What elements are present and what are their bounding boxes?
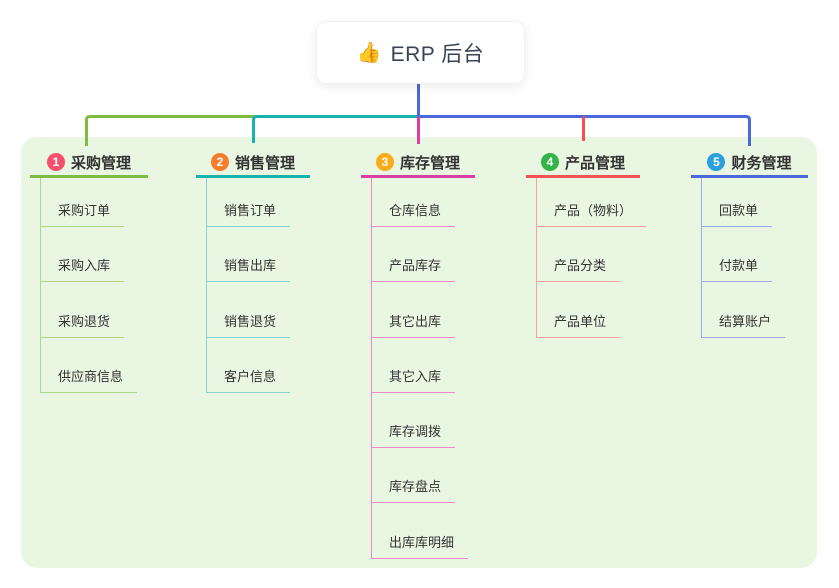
child-node-3-2[interactable]: 产品库存 <box>372 255 456 283</box>
child-node-3-3[interactable]: 其它出库 <box>372 311 456 338</box>
child-node-4-1[interactable]: 产品（物料） <box>537 200 647 227</box>
branch-column-1: 1 采购管理 采购订单 采购入库 采购退货 供应商信息 <box>30 149 148 393</box>
branch-children: 回款单 付款单 结算账户 <box>701 178 808 338</box>
child-node-2-4[interactable]: 客户信息 <box>207 366 291 393</box>
branch-topic-label: 采购管理 <box>70 154 131 172</box>
child-row: 采购订单 <box>41 178 148 227</box>
branch-topic-1[interactable]: 1 采购管理 <box>30 149 148 178</box>
child-row: 销售出库 <box>207 227 310 283</box>
child-row: 采购入库 <box>41 227 148 283</box>
child-row: 产品库存 <box>372 227 475 283</box>
child-row: 回款单 <box>702 178 808 227</box>
branch-column-3: 3 库存管理 仓库信息 产品库存 其它出库 其它入库 库存调拨 库存盘点 出库库… <box>361 149 475 559</box>
child-row: 客户信息 <box>207 338 310 393</box>
branch-topic-4[interactable]: 4 产品管理 <box>526 149 640 178</box>
child-row: 采购退货 <box>41 282 148 338</box>
branch-topic-label: 财务管理 <box>731 154 792 172</box>
child-row: 结算账户 <box>702 282 808 338</box>
branch-topic-label: 库存管理 <box>399 154 460 172</box>
child-node-4-3[interactable]: 产品单位 <box>537 311 621 338</box>
child-node-2-1[interactable]: 销售订单 <box>207 200 291 227</box>
thumbs-up-icon: 👍 <box>356 41 382 64</box>
child-node-2-2[interactable]: 销售出库 <box>207 255 291 283</box>
child-node-3-1[interactable]: 仓库信息 <box>372 200 456 227</box>
root-node-erp-backend[interactable]: 👍 ERP 后台 <box>316 21 525 84</box>
branch-children: 销售订单 销售出库 销售退货 客户信息 <box>206 178 310 393</box>
branch-topic-label: 销售管理 <box>234 154 295 172</box>
child-node-5-3[interactable]: 结算账户 <box>702 311 786 338</box>
branch-topic-2[interactable]: 2 销售管理 <box>196 149 310 178</box>
child-node-4-2[interactable]: 产品分类 <box>537 255 621 283</box>
child-row: 产品单位 <box>537 282 640 338</box>
child-node-3-4[interactable]: 其它入库 <box>372 366 456 393</box>
child-row: 供应商信息 <box>41 338 148 393</box>
branch-topic-5[interactable]: 5 财务管理 <box>691 149 808 178</box>
child-row: 出库库明细 <box>372 503 475 559</box>
child-node-3-6[interactable]: 库存盘点 <box>372 476 456 504</box>
mindmap-panel <box>21 137 817 568</box>
child-row: 其它出库 <box>372 282 475 338</box>
child-row: 产品分类 <box>537 227 640 283</box>
branch-column-5: 5 财务管理 回款单 付款单 结算账户 <box>691 149 808 338</box>
child-row: 产品（物料） <box>537 178 647 227</box>
child-node-3-7[interactable]: 出库库明细 <box>372 532 469 559</box>
branch-number-badge: 2 <box>210 153 229 171</box>
child-row: 付款单 <box>702 227 808 283</box>
child-node-5-1[interactable]: 回款单 <box>702 200 773 227</box>
child-row: 其它入库 <box>372 338 475 393</box>
branch-column-2: 2 销售管理 销售订单 销售出库 销售退货 客户信息 <box>196 149 310 393</box>
child-row: 库存调拨 <box>372 393 475 449</box>
branch-number-badge: 3 <box>375 153 394 171</box>
root-node-label: ERP 后台 <box>390 42 485 66</box>
child-row: 仓库信息 <box>372 178 475 227</box>
child-node-1-2[interactable]: 采购入库 <box>41 255 125 283</box>
child-node-3-5[interactable]: 库存调拨 <box>372 421 456 449</box>
branch-number-badge: 5 <box>707 153 726 171</box>
child-node-2-3[interactable]: 销售退货 <box>207 311 291 338</box>
child-node-1-4[interactable]: 供应商信息 <box>41 366 138 393</box>
child-node-1-3[interactable]: 采购退货 <box>41 311 125 338</box>
child-row: 库存盘点 <box>372 448 475 504</box>
child-row: 销售退货 <box>207 282 310 338</box>
branch-children: 仓库信息 产品库存 其它出库 其它入库 库存调拨 库存盘点 出库库明细 <box>371 178 475 559</box>
child-node-5-2[interactable]: 付款单 <box>702 255 773 283</box>
branch-number-badge: 4 <box>540 153 559 171</box>
child-node-1-1[interactable]: 采购订单 <box>41 200 125 227</box>
branch-topic-3[interactable]: 3 库存管理 <box>361 149 475 178</box>
child-row: 销售订单 <box>207 178 310 227</box>
branch-topic-label: 产品管理 <box>564 154 625 172</box>
branch-number-badge: 1 <box>46 153 65 171</box>
branch-children: 产品（物料） 产品分类 产品单位 <box>536 178 647 338</box>
branch-children: 采购订单 采购入库 采购退货 供应商信息 <box>40 178 148 393</box>
branch-column-4: 4 产品管理 产品（物料） 产品分类 产品单位 <box>526 149 647 338</box>
